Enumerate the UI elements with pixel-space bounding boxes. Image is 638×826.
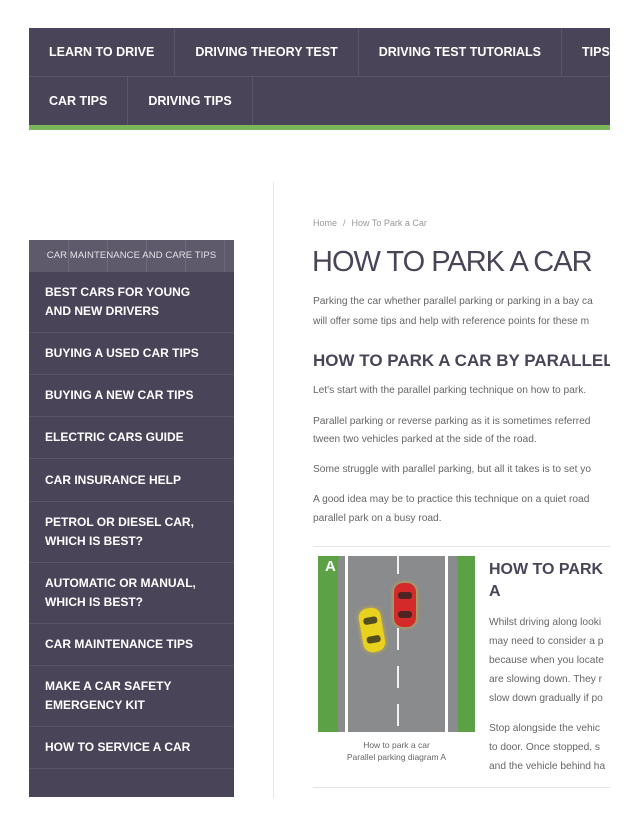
sidebar-item-petrol-diesel[interactable]: PETROL OR DIESEL CAR, WHICH IS BEST? [29,502,234,563]
sidebar-list: BEST CARS FOR YOUNG AND NEW DRIVERS BUYI… [29,272,234,769]
caption-line-1: How to park a car [363,740,430,750]
card-text-line: Stop alongside the vehic [489,723,601,734]
page-title: HOW TO PARK A CAR [313,246,593,278]
sidebar-tab[interactable]: CAR MAINTENANCE AND CARE TIPS [29,240,234,272]
sidebar-menu: CAR MAINTENANCE AND CARE TIPS BEST CARS … [29,240,234,797]
intro-line-1: Parking the car whether parallel parking… [313,296,593,307]
paragraph-3: Some struggle with parallel parking, but… [313,464,592,475]
nav-accent-bar [29,125,610,130]
card-text-line: and the vehicle behind ha [489,761,606,772]
nav-driving-test-tutorials[interactable]: DRIVING TEST TUTORIALS [359,28,563,76]
diagram-letter: A [325,558,336,575]
nav-car-tips[interactable]: CAR TIPS [29,77,129,125]
breadcrumb: Home / How To Park a Car [313,218,427,228]
breadcrumb-current: How To Park a Car [351,218,427,228]
right-kerb-line [445,556,448,732]
diagram-caption: How to park a car Parallel parking diagr… [318,739,475,763]
card-text-line: may need to consider a p [489,636,604,647]
sidebar-item-best-cars[interactable]: BEST CARS FOR YOUNG AND NEW DRIVERS [29,272,234,333]
left-kerb-line [345,556,348,732]
paragraph-2-line-2: tween two vehicles parked at the side of… [313,434,537,445]
card-text-line: Whilst driving along looki [489,617,602,628]
card-text-line: because when you locate [489,655,604,666]
lane-dash [397,556,399,574]
lane-dash [397,704,399,726]
lane-dash [397,628,399,650]
breadcrumb-home-link[interactable]: Home [313,218,338,228]
breadcrumb-separator: / [343,218,346,228]
nav-driving-theory-test[interactable]: DRIVING THEORY TEST [175,28,359,76]
sidebar-tab-label: CAR MAINTENANCE AND CARE TIPS [46,250,217,261]
section-heading: HOW TO PARK A CAR BY PARALLEL [313,351,610,370]
nav-learn-to-drive[interactable]: LEARN TO DRIVE [29,28,176,76]
card-text-line: to door. Once stopped, s [489,742,601,753]
lane-dash [397,666,399,688]
intro-line-2: will offer some tips and help with refer… [313,316,590,327]
column-divider [273,182,274,798]
nav-driving-tips[interactable]: DRIVING TIPS [128,77,253,125]
main-nav-row-1: LEARN TO DRIVE DRIVING THEORY TEST DRIVI… [29,28,610,76]
paragraph-4-line-1: A good idea may be to practice this tech… [313,494,590,505]
parking-step-card: A How to park a car Parallel parking dia… [313,546,610,788]
sidebar-item-used-car[interactable]: BUYING A USED CAR TIPS [29,333,234,375]
sidebar-item-maintenance[interactable]: CAR MAINTENANCE TIPS [29,624,234,666]
sidebar-item-electric-cars[interactable]: ELECTRIC CARS GUIDE [29,417,234,459]
card-text-line: slow down gradually if po [489,693,603,704]
paragraph-2-line-1: Parallel parking or reverse parking as i… [313,416,591,427]
main-nav-row-2: CAR TIPS DRIVING TIPS [29,77,253,125]
paragraph-4-line-2: parallel park on a busy road. [313,513,442,524]
sidebar-item-insurance[interactable]: CAR INSURANCE HELP [29,459,234,502]
sidebar-item-new-car[interactable]: BUYING A NEW CAR TIPS [29,375,234,417]
caption-line-2: Parallel parking diagram A [346,752,447,762]
sidebar-item-service[interactable]: HOW TO SERVICE A CAR [29,727,234,769]
card-heading-line-2: A [489,583,501,600]
sidebar-item-safety-kit[interactable]: MAKE A CAR SAFETY EMERGENCY KIT [29,666,234,727]
parallel-parking-diagram: A [318,556,475,732]
nav-tips-for[interactable]: TIPS FOR [582,45,610,59]
main-content: Home / How To Park a Car HOW TO PARK A CAR… [313,0,610,826]
card-heading: HOW TO PARK A [489,559,603,603]
main-navigation: LEARN TO DRIVE DRIVING THEORY TEST DRIVI… [29,28,610,125]
paragraph-1: Let's start with the parallel parking te… [313,385,587,396]
card-text-line: are slowing down. They r [489,674,603,685]
card-heading-line-1: HOW TO PARK [489,561,604,578]
nav-row-divider [29,76,610,77]
red-car-icon [394,583,416,627]
sidebar-item-automatic-manual[interactable]: AUTOMATIC OR MANUAL, WHICH IS BEST? [29,563,234,624]
